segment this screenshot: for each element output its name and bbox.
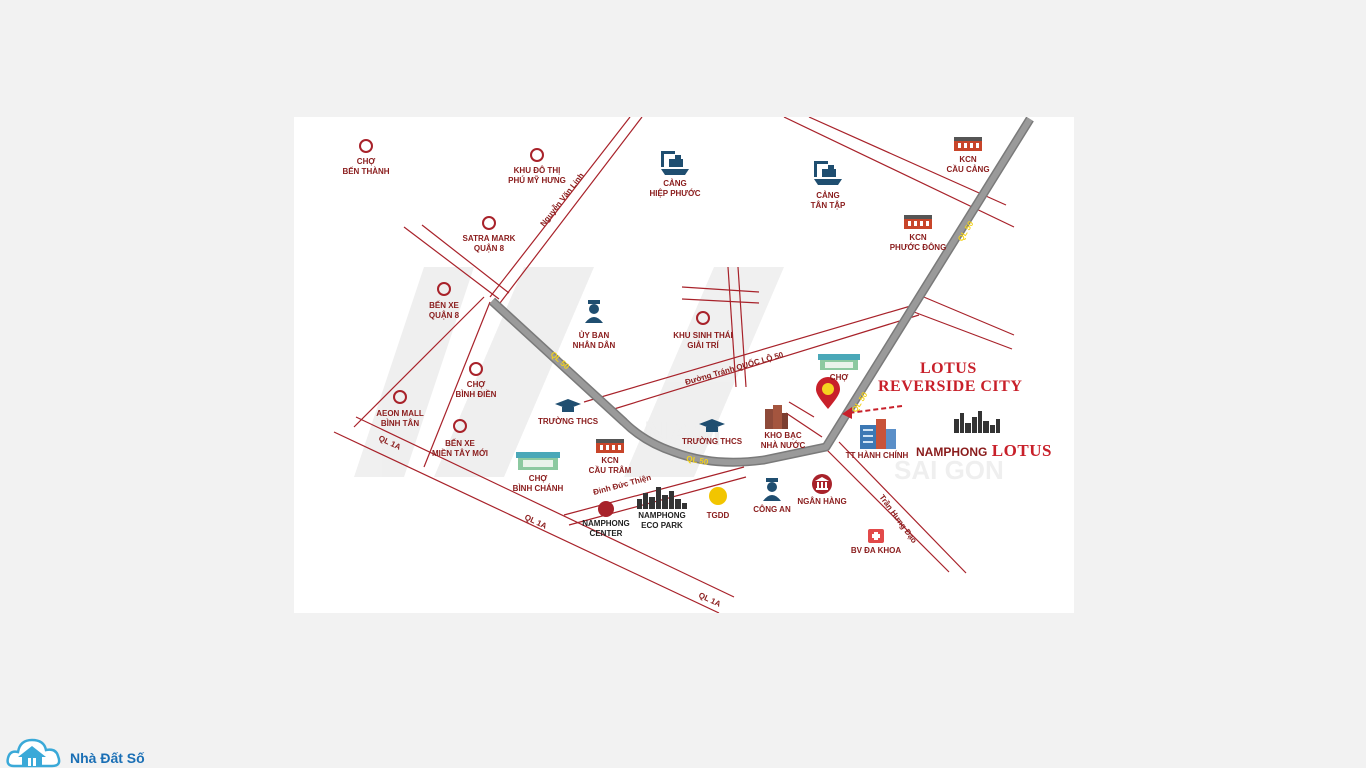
namphong-center-icon [598,501,614,517]
house-cloud-icon [6,738,61,768]
poi-truong-thcs-1: TRƯỜNG THCS [537,417,599,426]
poi-cho: CHỢ [829,373,849,382]
site-logo[interactable]: Nhà Đất Số [6,732,145,768]
bank-icon [812,474,832,494]
brand-namphong-lotus: NAMPHONG LOTUS [916,441,1052,461]
factory-icon [954,137,982,151]
official-icon [585,300,603,323]
school-icon [699,419,725,432]
highway-label-ql50-2: QL 50 [686,454,710,467]
eco-park-skyline-icon [637,487,687,509]
market-icon [516,452,560,470]
port-icon [661,151,689,175]
poi-bv-da-khoa: BV ĐA KHOA [850,546,902,555]
project-title-line1: LOTUS [920,360,977,377]
poi-marker [469,362,483,376]
poi-cong-an: CÔNG AN [753,505,791,514]
poi-marker [393,390,407,404]
hospital-icon [868,529,884,543]
factory-icon [904,215,932,229]
road-label-ql1a-2: QL 1A [523,513,548,531]
location-map: NAM SAI GON [294,117,1074,613]
poi-ngan-hang: NGÂN HÀNG [797,497,847,506]
port-icon [814,161,842,185]
poi-tt-hanh-chinh: TT HÀNH CHÍNH [845,451,909,460]
project-title-line2: REVERSIDE CITY [878,378,1023,395]
school-icon [555,399,581,412]
treasury-building-icon [765,405,788,429]
poi-marker [530,148,544,162]
admin-center-icon [860,419,896,449]
project-title: LOTUS REVERSIDE CITY [878,360,1022,396]
road-label-ql1a-3: QL 1A [697,591,722,609]
tgdd-icon [709,487,727,505]
poi-tgdd: TGDD [706,511,730,520]
minor-roads [333,117,1015,613]
poi-marker [359,139,373,153]
location-pin-icon [816,377,840,409]
brand-text-a: NAMPHONG [916,445,988,459]
skyline-icon [954,411,1000,433]
poi-marker [482,216,496,230]
police-icon [763,478,781,501]
poi-marker [696,311,710,325]
factory-icon [596,439,624,453]
market-icon [818,354,860,370]
watermark-text-2: SAI GON [894,455,1004,485]
brand-text-b: LOTUS [991,441,1052,460]
logo-text: Nhà Đất Số [70,750,145,766]
poi-marker [437,282,451,296]
location-arrow [848,405,903,414]
poi-truong-thcs-2: TRƯỜNG THCS [681,437,743,446]
poi-marker [453,419,467,433]
